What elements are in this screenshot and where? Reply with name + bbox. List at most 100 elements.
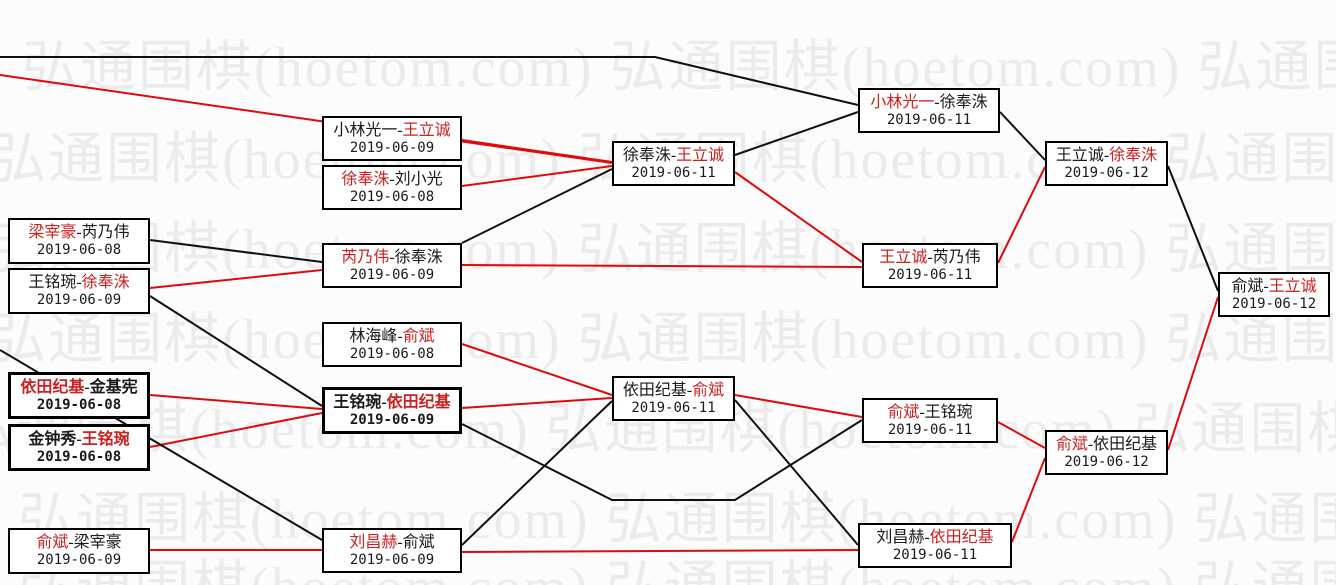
player-separator: - xyxy=(397,533,403,551)
black-connector-line xyxy=(149,239,323,263)
red-connector-line xyxy=(149,269,323,289)
player-name-winner-coded: 徐奉洙 xyxy=(622,146,671,164)
red-connector-line xyxy=(461,397,613,409)
match-players: 小林光一-徐奉洙 xyxy=(870,93,987,112)
player-separator: - xyxy=(397,121,403,139)
player-separator: - xyxy=(924,528,930,546)
black-connector-line xyxy=(149,295,323,407)
red-connector-line xyxy=(997,421,1046,449)
match-date: 2019-06-12 xyxy=(1231,295,1317,312)
black-connector-line xyxy=(461,400,613,546)
player-name-winner-coded: 依田纪基 xyxy=(929,528,994,546)
player-name-winner-coded: 王立诚 xyxy=(1055,146,1104,164)
player-separator: - xyxy=(76,224,82,241)
match-date: 2019-06-11 xyxy=(631,399,716,416)
player-name-winner-coded: 刘昌赫 xyxy=(349,533,398,551)
player-name-winner-coded: 王立诚 xyxy=(879,248,928,266)
player-name-winner-coded: 依田纪基 xyxy=(386,393,451,411)
player-separator: - xyxy=(670,146,677,164)
player-separator: - xyxy=(934,93,940,111)
player-name-winner-coded: 徐奉洙 xyxy=(81,274,130,291)
red-connector-line xyxy=(461,343,613,396)
red-connector-line xyxy=(734,394,863,418)
player-name-winner-coded: 俞斌 xyxy=(36,534,69,551)
black-connector-line xyxy=(734,399,859,546)
player-name-winner-coded: 王立诚 xyxy=(402,121,451,139)
red-connector-line xyxy=(997,166,1046,264)
player-name-winner-coded: 小林光一 xyxy=(870,93,935,111)
match-date: 2019-06-08 xyxy=(349,188,435,205)
match-players: 俞斌-梁宰豪 xyxy=(36,533,121,552)
red-connector-line xyxy=(461,165,613,187)
player-separator: - xyxy=(1263,277,1269,295)
player-name-winner-coded: 王铭琬 xyxy=(81,430,130,448)
match-players: 徐奉洙-刘小光 xyxy=(341,170,442,189)
match-players: 王立诚-徐奉洙 xyxy=(1056,146,1157,165)
watermark-text: 弘通围棋(hoetom.com) 弘通围棋(hoetom.com) 弘通围棋(h… xyxy=(0,309,1336,371)
match-date: 2019-06-11 xyxy=(887,266,973,283)
watermark-text: 弘通围棋(hoetom.com) 弘通围棋(hoetom.com) 弘通围棋(h… xyxy=(18,489,1336,551)
player-separator: - xyxy=(927,248,933,266)
match-date: 2019-06-11 xyxy=(631,164,716,181)
player-separator: - xyxy=(76,430,82,448)
player-name-winner-coded: 林海峰 xyxy=(349,327,398,345)
player-name-winner-coded: 俞斌 xyxy=(887,403,920,421)
match-players: 梁宰豪-芮乃伟 xyxy=(28,223,129,242)
player-name-winner-coded: 刘昌赫 xyxy=(876,528,925,546)
player-name-winner-coded: 俞斌 xyxy=(692,381,725,399)
player-separator: - xyxy=(919,403,925,421)
match-date: 2019-06-11 xyxy=(886,111,972,128)
player-separator: - xyxy=(389,248,395,266)
match-date: 2019-06-08 xyxy=(36,448,122,465)
match-players: 徐奉洙-王立诚 xyxy=(623,146,724,165)
player-name-winner-coded: 依田纪基 xyxy=(20,378,85,396)
player-name-winner-coded: 徐奉洙 xyxy=(1109,146,1158,164)
player-name-winner-coded: 俞斌 xyxy=(402,327,435,345)
match-players: 俞斌-王铭琬 xyxy=(887,403,972,422)
match-date: 2019-06-09 xyxy=(36,292,122,309)
match-players: 王立诚-芮乃伟 xyxy=(879,248,980,267)
player-name-winner-coded: 依田纪基 xyxy=(622,381,687,399)
red-connector-line xyxy=(1167,296,1219,451)
match-date: 2019-06-11 xyxy=(887,421,973,438)
match-players: 刘昌赫-俞斌 xyxy=(349,533,434,552)
player-name-winner-coded: 依田纪基 xyxy=(1093,435,1158,453)
match-players: 刘昌赫-依田纪基 xyxy=(876,528,993,547)
black-connector-line xyxy=(0,56,859,106)
black-connector-line xyxy=(999,111,1046,161)
match-date: 2019-06-09 xyxy=(349,139,435,156)
player-name-winner-coded: 芮乃伟 xyxy=(932,248,981,266)
player-name-winner-coded: 芮乃伟 xyxy=(81,224,130,241)
player-separator: - xyxy=(397,327,403,345)
match-date: 2019-06-09 xyxy=(349,266,435,283)
player-separator: - xyxy=(381,393,387,411)
red-connector-line xyxy=(461,139,613,163)
match-date: 2019-06-09 xyxy=(349,411,435,428)
player-name-winner-coded: 刘小光 xyxy=(394,170,443,188)
player-name-winner-coded: 金基宪 xyxy=(89,378,138,396)
black-connector-line xyxy=(461,168,613,244)
player-name-winner-coded: 王立诚 xyxy=(1268,277,1317,295)
player-separator: - xyxy=(76,274,82,291)
player-name-winner-coded: 芮乃伟 xyxy=(341,248,390,266)
match-date: 2019-06-08 xyxy=(36,242,122,259)
match-players: 王铭琬-依田纪基 xyxy=(333,393,450,412)
player-name-winner-coded: 徐奉洙 xyxy=(939,93,988,111)
match-players: 金钟秀-王铭琬 xyxy=(28,430,129,449)
black-connector-line xyxy=(461,419,863,501)
